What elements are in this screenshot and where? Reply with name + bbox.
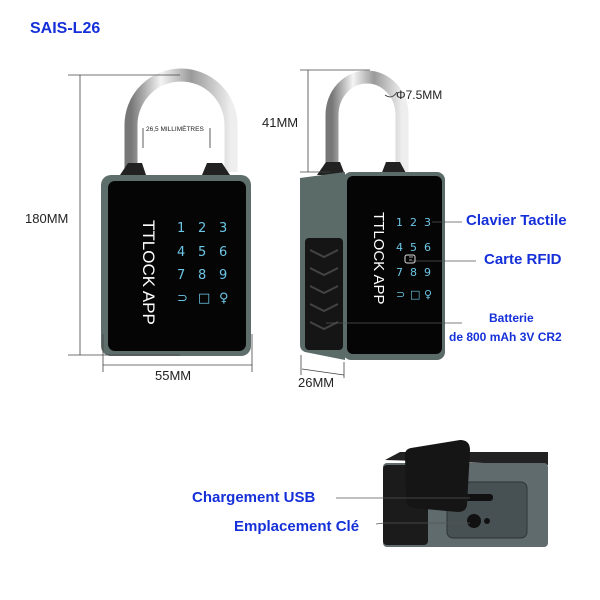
key-5: 5	[198, 245, 207, 260]
side-key-1: 1	[396, 216, 403, 229]
shackle-diameter-label: Φ7.5MM	[396, 88, 443, 102]
rfid-callout: Carte RFID	[484, 251, 562, 268]
bottom-view	[336, 440, 548, 547]
key-unlock: ♀	[219, 291, 229, 306]
key-4: 4	[177, 245, 186, 260]
brand-text-side: TTLOCK APP	[370, 212, 387, 305]
shackle-gap-label: 26,5 MILLIMÈTRES	[146, 126, 204, 133]
usb-callout: Chargement USB	[192, 489, 316, 506]
face-front	[108, 181, 246, 351]
shackle-side	[325, 70, 409, 172]
side-key-8: 8	[410, 266, 417, 279]
usb-flap	[405, 440, 470, 512]
width-label: 55MM	[155, 368, 192, 383]
model-title: SAIS-L26	[30, 20, 101, 37]
key-9: 9	[219, 268, 228, 283]
side-key-back: ⊃	[396, 288, 406, 301]
battery-callout-line2: de 800 mAh 3V CR2	[449, 330, 562, 344]
side-lock	[300, 69, 476, 378]
key-back: ⊃	[177, 291, 188, 306]
key-1: 1	[177, 221, 186, 236]
side-key-2: 2	[410, 216, 417, 229]
height-label: 180MM	[25, 211, 69, 226]
key-square: □	[198, 291, 211, 306]
side-key-square: □	[410, 288, 421, 301]
shackle-height-label: 41MM	[262, 115, 299, 130]
side-key-5: 5	[410, 241, 417, 254]
depth-label: 26MM	[298, 375, 335, 390]
rfid-icon	[404, 254, 416, 264]
key-slot-callout: Emplacement Clé	[234, 518, 360, 535]
key-3: 3	[219, 221, 228, 236]
key-7: 7	[177, 268, 186, 283]
face-side	[347, 176, 442, 354]
side-key-unlock: ♀	[424, 288, 433, 301]
key-2: 2	[198, 221, 207, 236]
shackle-front	[124, 68, 238, 172]
keypad-callout: Clavier Tactile	[466, 212, 567, 229]
usb-port	[465, 494, 493, 501]
brand-text-front: TTLOCK APP	[139, 220, 158, 325]
side-key-4: 4	[396, 241, 403, 254]
key-hole	[467, 514, 481, 528]
key-8: 8	[198, 268, 207, 283]
side-key-9: 9	[424, 266, 431, 279]
side-key-3: 3	[424, 216, 431, 229]
battery-callout-line1: Batterie	[489, 311, 534, 325]
key-6: 6	[219, 245, 228, 260]
side-key-7: 7	[396, 266, 403, 279]
front-lock	[68, 68, 253, 372]
side-key-6: 6	[424, 241, 431, 254]
